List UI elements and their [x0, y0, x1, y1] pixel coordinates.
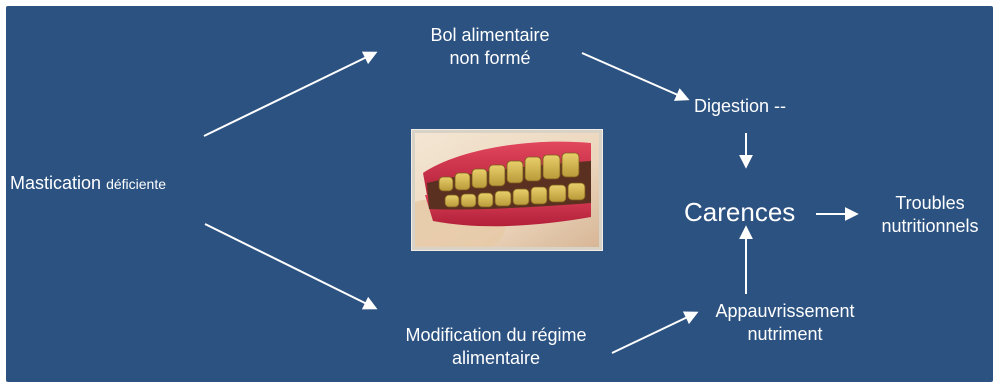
- modification-line1: Modification du régime: [386, 324, 606, 347]
- arrow-modification-to-appauvrissement: [612, 313, 696, 353]
- appauvrissement-line1: Appauvrissement: [700, 300, 870, 323]
- node-troubles-nutritionnels: Troubles nutritionnels: [870, 192, 990, 237]
- troubles-line2: nutritionnels: [870, 215, 990, 238]
- node-digestion: Digestion --: [694, 95, 786, 118]
- teeth-photo-icon: [415, 133, 599, 247]
- mastication-qualifier: déficiente: [106, 176, 166, 192]
- arrow-mastication-to-bol: [204, 53, 375, 136]
- mastication-label: Mastication: [10, 173, 101, 193]
- diagram-slide: Mastication déficiente Bol alimentaire n…: [6, 6, 993, 382]
- node-mastication: Mastication déficiente: [10, 172, 166, 195]
- node-carences: Carences: [684, 196, 795, 229]
- arrow-mastication-to-modification: [205, 224, 375, 308]
- appauvrissement-line2: nutriment: [700, 323, 870, 346]
- node-modification-regime: Modification du régime alimentaire: [386, 324, 606, 369]
- modification-line2: alimentaire: [386, 347, 606, 370]
- bol-line1: Bol alimentaire: [410, 24, 570, 47]
- carences-label: Carences: [684, 196, 795, 229]
- bol-line2: non formé: [410, 47, 570, 70]
- arrow-bol-to-digestion: [582, 53, 687, 99]
- digestion-label: Digestion --: [694, 95, 786, 118]
- teeth-photo: [412, 130, 602, 250]
- node-appauvrissement-nutriment: Appauvrissement nutriment: [700, 300, 870, 345]
- troubles-line1: Troubles: [870, 192, 990, 215]
- node-bol-alimentaire: Bol alimentaire non formé: [410, 24, 570, 69]
